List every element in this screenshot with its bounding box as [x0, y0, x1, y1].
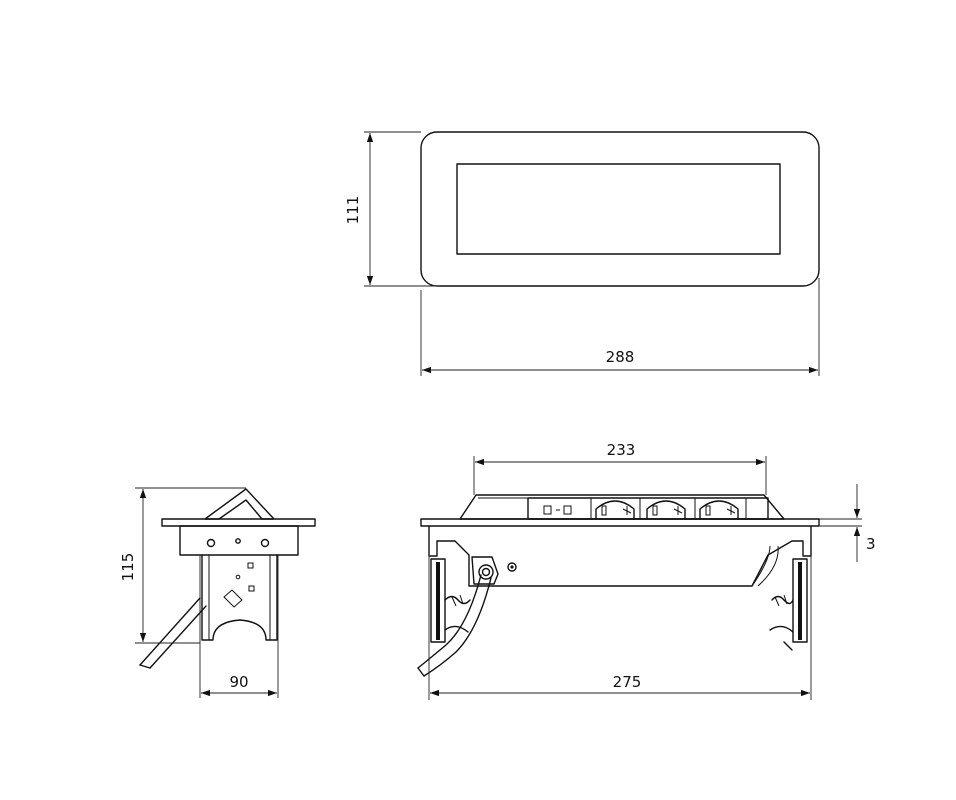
front-view-left-bracket	[430, 558, 471, 643]
power-cord-icon	[417, 556, 499, 677]
dimension-front-frame: 233	[473, 441, 767, 495]
dimension-front-flange: 3	[819, 484, 876, 562]
dimension-side-height: 115	[119, 487, 246, 644]
side-view-clip-c	[223, 589, 243, 608]
schuko-socket-icon	[646, 500, 686, 520]
dimension-side-depth: 90	[199, 555, 279, 698]
side-view-open-lid	[204, 488, 275, 520]
led-indicator-icon	[507, 562, 517, 572]
front-view-housing	[428, 525, 812, 587]
side-view-clip-b	[248, 585, 255, 592]
power-cord-icon	[139, 597, 207, 669]
side-view-screw-left	[206, 538, 216, 548]
side-view-flange	[161, 518, 316, 527]
schuko-socket-icon	[595, 500, 635, 520]
dimension-label-top-height: 111	[344, 196, 362, 225]
side-view-screw-right	[260, 538, 270, 548]
side-view-clip-a	[247, 562, 254, 569]
dimension-top-height: 111	[344, 131, 440, 287]
top-view-inner-lid	[456, 163, 781, 255]
front-view-flange	[420, 518, 820, 527]
dimension-label-front-flange: 3	[866, 535, 876, 553]
dimension-label-top-width: 288	[606, 348, 635, 366]
dimension-label-side-depth: 90	[229, 673, 248, 691]
side-view-housing	[179, 525, 299, 556]
dimension-label-front-frame: 233	[607, 441, 636, 459]
side-view: 115 90	[119, 487, 316, 698]
dimension-label-front-width: 275	[613, 673, 642, 691]
top-view-outer-frame	[420, 131, 820, 287]
dimension-label-side-height: 115	[119, 553, 137, 582]
schuko-socket-icon	[699, 500, 739, 520]
front-view-right-bracket	[769, 558, 808, 651]
dimension-top-width: 288	[420, 278, 820, 376]
top-view: 111 288	[344, 131, 820, 376]
front-view-socket-panel	[527, 497, 769, 520]
side-view-bracket	[201, 554, 278, 641]
side-view-screw-mid	[235, 538, 241, 544]
rj45-port-icon	[543, 505, 572, 515]
dimension-front-width: 275	[428, 556, 812, 700]
front-view: 233 3 275	[417, 441, 876, 700]
